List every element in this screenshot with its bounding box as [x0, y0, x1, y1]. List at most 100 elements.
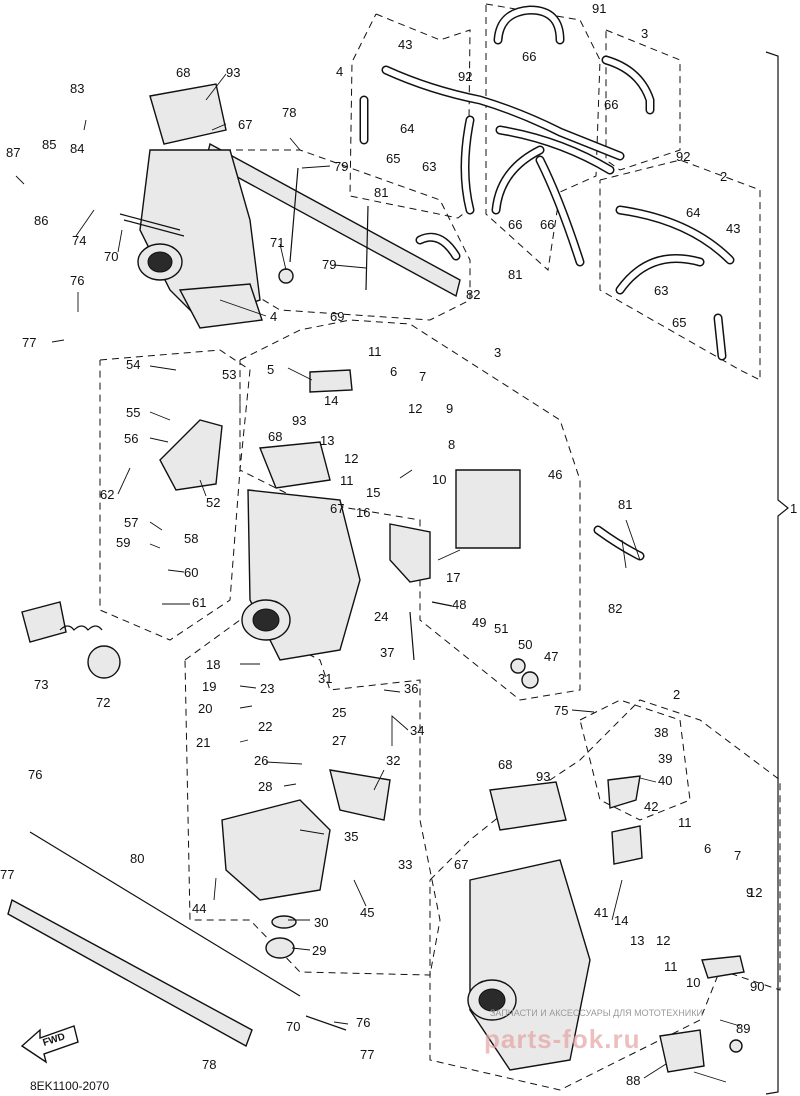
callout-14: 14	[614, 913, 628, 928]
callout-45: 45	[360, 905, 374, 920]
callout-83: 83	[70, 81, 84, 96]
callout-55: 55	[126, 405, 140, 420]
callout-9: 9	[446, 401, 453, 416]
callout-52: 52	[206, 495, 220, 510]
callout-5: 5	[267, 362, 274, 377]
fwd-arrow: FWD	[20, 1025, 79, 1064]
callout-9: 9	[746, 885, 753, 900]
callout-68: 68	[498, 757, 512, 772]
callout-93: 93	[292, 413, 306, 428]
callout-7: 7	[734, 848, 741, 863]
callout-23: 23	[260, 681, 274, 696]
callout-80: 80	[130, 851, 144, 866]
callout-93: 93	[536, 769, 550, 784]
callout-57: 57	[124, 515, 138, 530]
callout-77: 77	[360, 1047, 374, 1062]
callout-47: 47	[544, 649, 558, 664]
breather-hoses	[359, 5, 735, 561]
callout-1: 1	[790, 501, 797, 516]
callout-49: 49	[472, 615, 486, 630]
callout-28: 28	[258, 779, 272, 794]
callout-93: 93	[226, 65, 240, 80]
callout-68: 68	[268, 429, 282, 444]
rails-and-rods	[7, 142, 461, 1048]
callout-33: 33	[398, 857, 412, 872]
callout-78: 78	[282, 105, 296, 120]
drawing-code: 8EK1100-2070	[30, 1079, 110, 1093]
callout-87: 87	[6, 145, 20, 160]
callout-74: 74	[72, 233, 86, 248]
callout-48: 48	[452, 597, 466, 612]
callout-78: 78	[202, 1057, 216, 1072]
callout-61: 61	[192, 595, 206, 610]
callout-43: 43	[398, 37, 412, 52]
callout-67: 67	[238, 117, 252, 132]
callout-76: 76	[356, 1015, 370, 1030]
callout-34: 34	[410, 723, 424, 738]
callout-7: 7	[419, 369, 426, 384]
callout-75: 75	[554, 703, 568, 718]
callout-68: 68	[176, 65, 190, 80]
callout-46: 46	[548, 467, 562, 482]
callout-42: 42	[644, 799, 658, 814]
callout-66: 66	[604, 97, 618, 112]
leader-lines	[15, 73, 741, 1083]
callout-11: 11	[664, 959, 678, 974]
callout-92: 92	[676, 149, 690, 164]
callout-60: 60	[184, 565, 198, 580]
callout-82: 82	[608, 601, 622, 616]
callout-51: 51	[494, 621, 508, 636]
callout-59: 59	[116, 535, 130, 550]
callout-21: 21	[196, 735, 210, 750]
callout-22: 22	[258, 719, 272, 734]
watermark-brand: parts-fok.ru	[484, 1024, 640, 1054]
callout-17: 17	[446, 570, 460, 585]
callout-35: 35	[344, 829, 358, 844]
callout-31: 31	[318, 671, 332, 686]
callout-69: 69	[330, 309, 344, 324]
callout-41: 41	[594, 905, 608, 920]
callout-13: 13	[630, 933, 644, 948]
callout-25: 25	[332, 705, 346, 720]
callout-65: 65	[672, 315, 686, 330]
small-parts	[21, 213, 745, 1031]
callout-64: 64	[686, 205, 700, 220]
callout-77: 77	[0, 867, 14, 882]
callout-62: 62	[100, 487, 114, 502]
callout-16: 16	[356, 505, 370, 520]
callout-6: 6	[704, 841, 711, 856]
callout-70: 70	[286, 1019, 300, 1034]
callout-2: 2	[720, 169, 727, 184]
callout-10: 10	[432, 472, 446, 487]
callout-66: 66	[522, 49, 536, 64]
callout-11: 11	[678, 815, 692, 830]
callout-39: 39	[658, 751, 672, 766]
callout-15: 15	[366, 485, 380, 500]
callout-14: 14	[324, 393, 338, 408]
callout-90: 90	[750, 979, 764, 994]
callout-63: 63	[422, 159, 436, 174]
callout-2: 2	[673, 687, 680, 702]
callout-76: 76	[28, 767, 42, 782]
callout-81: 81	[508, 267, 522, 282]
callout-85: 85	[42, 137, 56, 152]
callout-79: 79	[334, 159, 348, 174]
callout-29: 29	[312, 943, 326, 958]
carburetor-middle	[241, 441, 361, 661]
callout-6: 6	[390, 364, 397, 379]
float-bowl	[221, 799, 331, 959]
watermark: ЗАПЧАСТИ И АКСЕССУАРЫ ДЛЯ МОТОТЕХНИКИ pa…	[484, 1008, 703, 1054]
callout-30: 30	[314, 915, 328, 930]
callout-4: 4	[336, 64, 343, 79]
callout-92: 92	[458, 69, 472, 84]
callout-58: 58	[184, 531, 198, 546]
callout-70: 70	[104, 249, 118, 264]
callout-20: 20	[198, 701, 212, 716]
callout-3: 3	[641, 26, 648, 41]
callout-44: 44	[192, 901, 206, 916]
callout-89: 89	[736, 1021, 750, 1036]
callout-73: 73	[34, 677, 48, 692]
carburetor-bottom	[467, 781, 743, 1073]
